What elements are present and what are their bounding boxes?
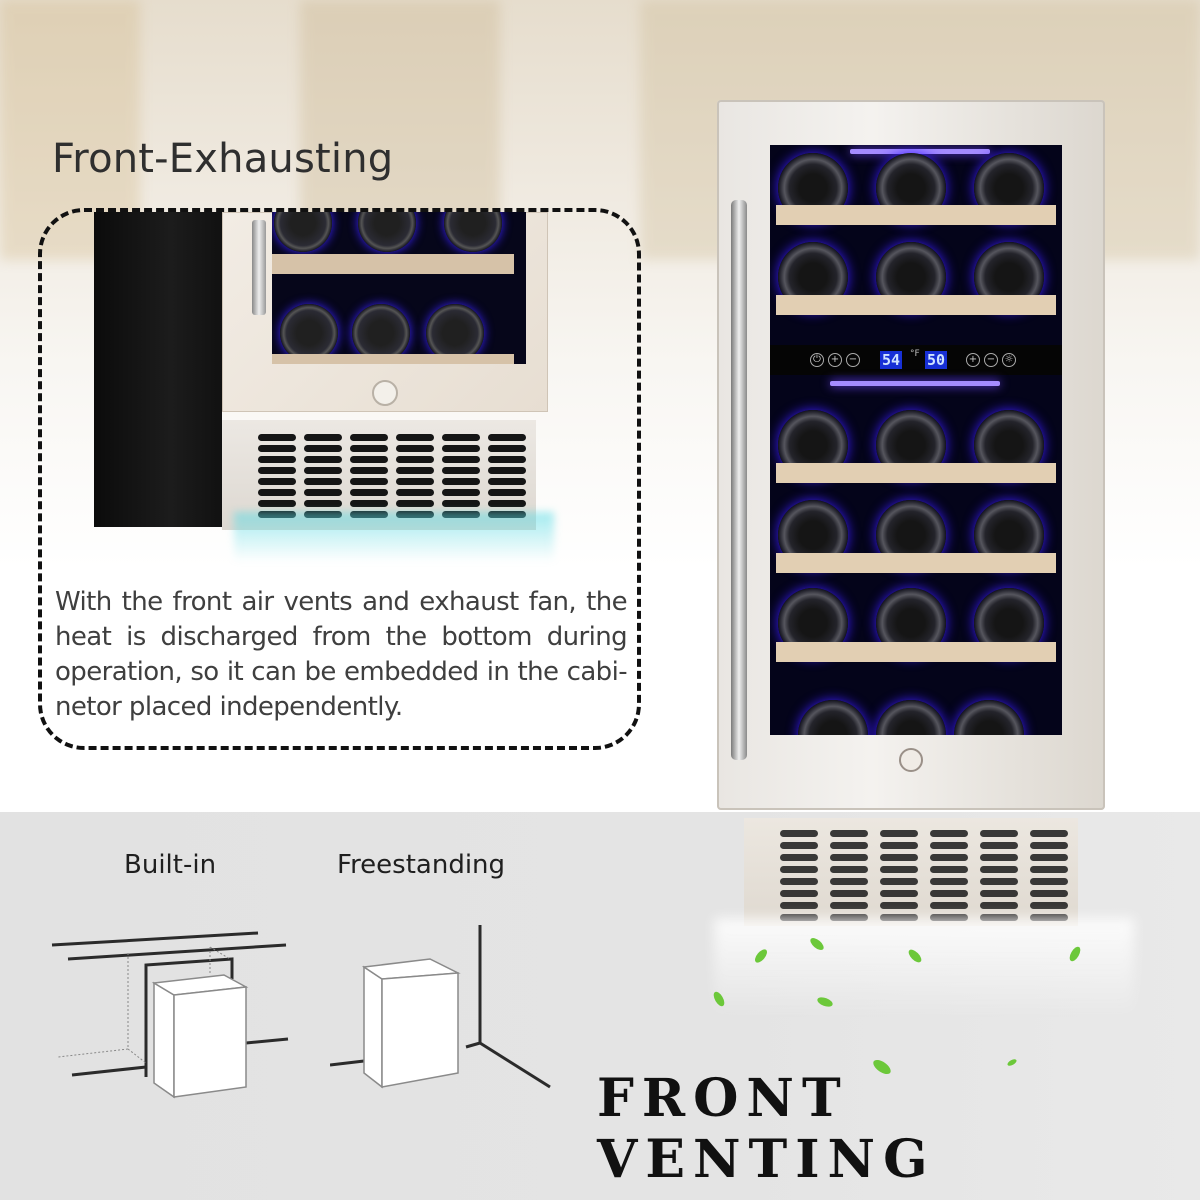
temp-unit: °F <box>910 349 920 359</box>
large-wine-fridge-illustration: ⏻ + − 54 °F 50 + − ☼ <box>711 100 1134 1077</box>
wooden-shelf <box>272 254 514 274</box>
fridge-glass: ⏻ + − 54 °F 50 + − ☼ <box>770 145 1062 735</box>
wooden-shelf <box>776 553 1056 573</box>
led-light-strip <box>850 149 990 154</box>
small-wine-fridge-illustration <box>94 212 556 562</box>
wooden-shelf <box>776 642 1056 662</box>
wine-bottle <box>352 304 410 362</box>
light-button[interactable]: ☼ <box>1002 353 1016 367</box>
freestanding-label: Freestanding <box>337 850 506 880</box>
wine-bottle <box>358 212 416 252</box>
wooden-shelf <box>272 354 514 364</box>
built-in-label: Built-in <box>124 850 217 880</box>
lock-icon <box>899 748 923 772</box>
wine-bottle <box>280 304 338 362</box>
freestanding-corner-diagram-icon <box>330 925 551 1089</box>
wine-bottle <box>798 700 868 735</box>
led-light-strip <box>830 381 1000 386</box>
power-button[interactable]: ⏻ <box>810 353 824 367</box>
lower-temp-plus-button[interactable]: + <box>966 353 980 367</box>
wine-bottle <box>426 304 484 362</box>
fridge-side-panel <box>94 212 222 527</box>
fridge-glass <box>272 212 526 364</box>
vent-slots <box>780 830 1068 921</box>
wine-bottle <box>876 700 946 735</box>
upper-zone-temp-display: 54 <box>880 351 903 369</box>
control-panel: ⏻ + − 54 °F 50 + − ☼ <box>770 345 1062 375</box>
door-handle <box>731 200 747 760</box>
fridge-door-frame: ⏻ + − 54 °F 50 + − ☼ <box>717 100 1105 810</box>
fridge-door <box>222 212 548 412</box>
front-vent-grille <box>714 818 1134 1018</box>
feature-callout-box <box>38 208 641 750</box>
wooden-shelf <box>776 205 1056 225</box>
built-in-cabinet-diagram-icon <box>51 931 289 1099</box>
tagline: FRONT VENTING <box>597 1068 936 1190</box>
airflow-icon <box>714 918 1134 1018</box>
wine-bottle <box>954 700 1024 735</box>
lock-icon <box>372 380 398 406</box>
feature-description: With the front air vents and exhaust fan… <box>55 587 628 722</box>
vent-slots <box>258 434 526 518</box>
wooden-shelf <box>776 295 1056 315</box>
door-handle <box>252 220 266 315</box>
front-vent-grille <box>222 420 536 530</box>
wine-bottle <box>274 212 332 252</box>
wooden-shelf <box>776 463 1056 483</box>
upper-temp-plus-button[interactable]: + <box>828 353 842 367</box>
airflow-icon <box>234 512 554 562</box>
lower-temp-minus-button[interactable]: − <box>984 353 998 367</box>
page-title: Front-Exhausting <box>52 136 394 182</box>
upper-temp-minus-button[interactable]: − <box>846 353 860 367</box>
lower-zone-temp-display: 50 <box>925 351 948 369</box>
wine-bottle <box>444 212 502 252</box>
